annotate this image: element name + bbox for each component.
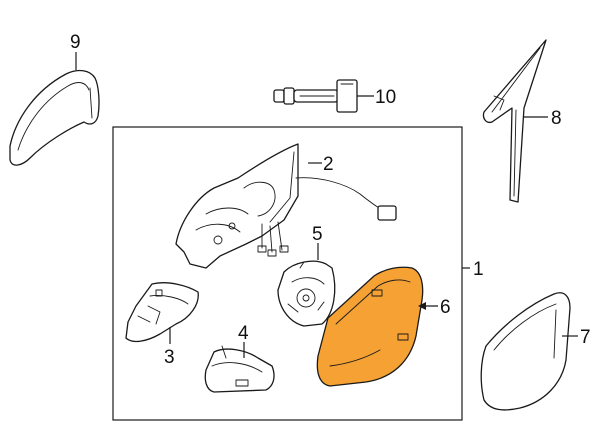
callout-9: 9 xyxy=(70,32,81,53)
callout-1: 1 xyxy=(473,259,484,280)
callout-10: 10 xyxy=(375,87,396,108)
motor-part[interactable] xyxy=(277,260,336,327)
callout-5: 5 xyxy=(312,224,323,245)
assembly-box xyxy=(112,126,463,421)
highlighted-mirror-glass[interactable] xyxy=(316,266,424,387)
callout-2: 2 xyxy=(323,154,334,175)
callout-6: 6 xyxy=(440,297,451,318)
base-cover-part[interactable] xyxy=(125,282,199,343)
callout-3: 3 xyxy=(164,347,175,368)
bulb-part[interactable] xyxy=(273,79,358,113)
callout-7: 7 xyxy=(580,327,591,348)
lower-cover-part[interactable] xyxy=(204,345,275,393)
mirror-housing-part[interactable] xyxy=(175,143,397,269)
callout-8: 8 xyxy=(551,108,562,129)
trim-cover-part[interactable] xyxy=(482,39,547,203)
callout-4: 4 xyxy=(238,323,249,344)
mirror-glass-part[interactable] xyxy=(480,292,571,411)
highlighted-mirror-glass-part[interactable] xyxy=(316,266,424,387)
callout-6-arrowhead xyxy=(418,302,426,310)
mirror-cap-part[interactable] xyxy=(9,69,100,166)
